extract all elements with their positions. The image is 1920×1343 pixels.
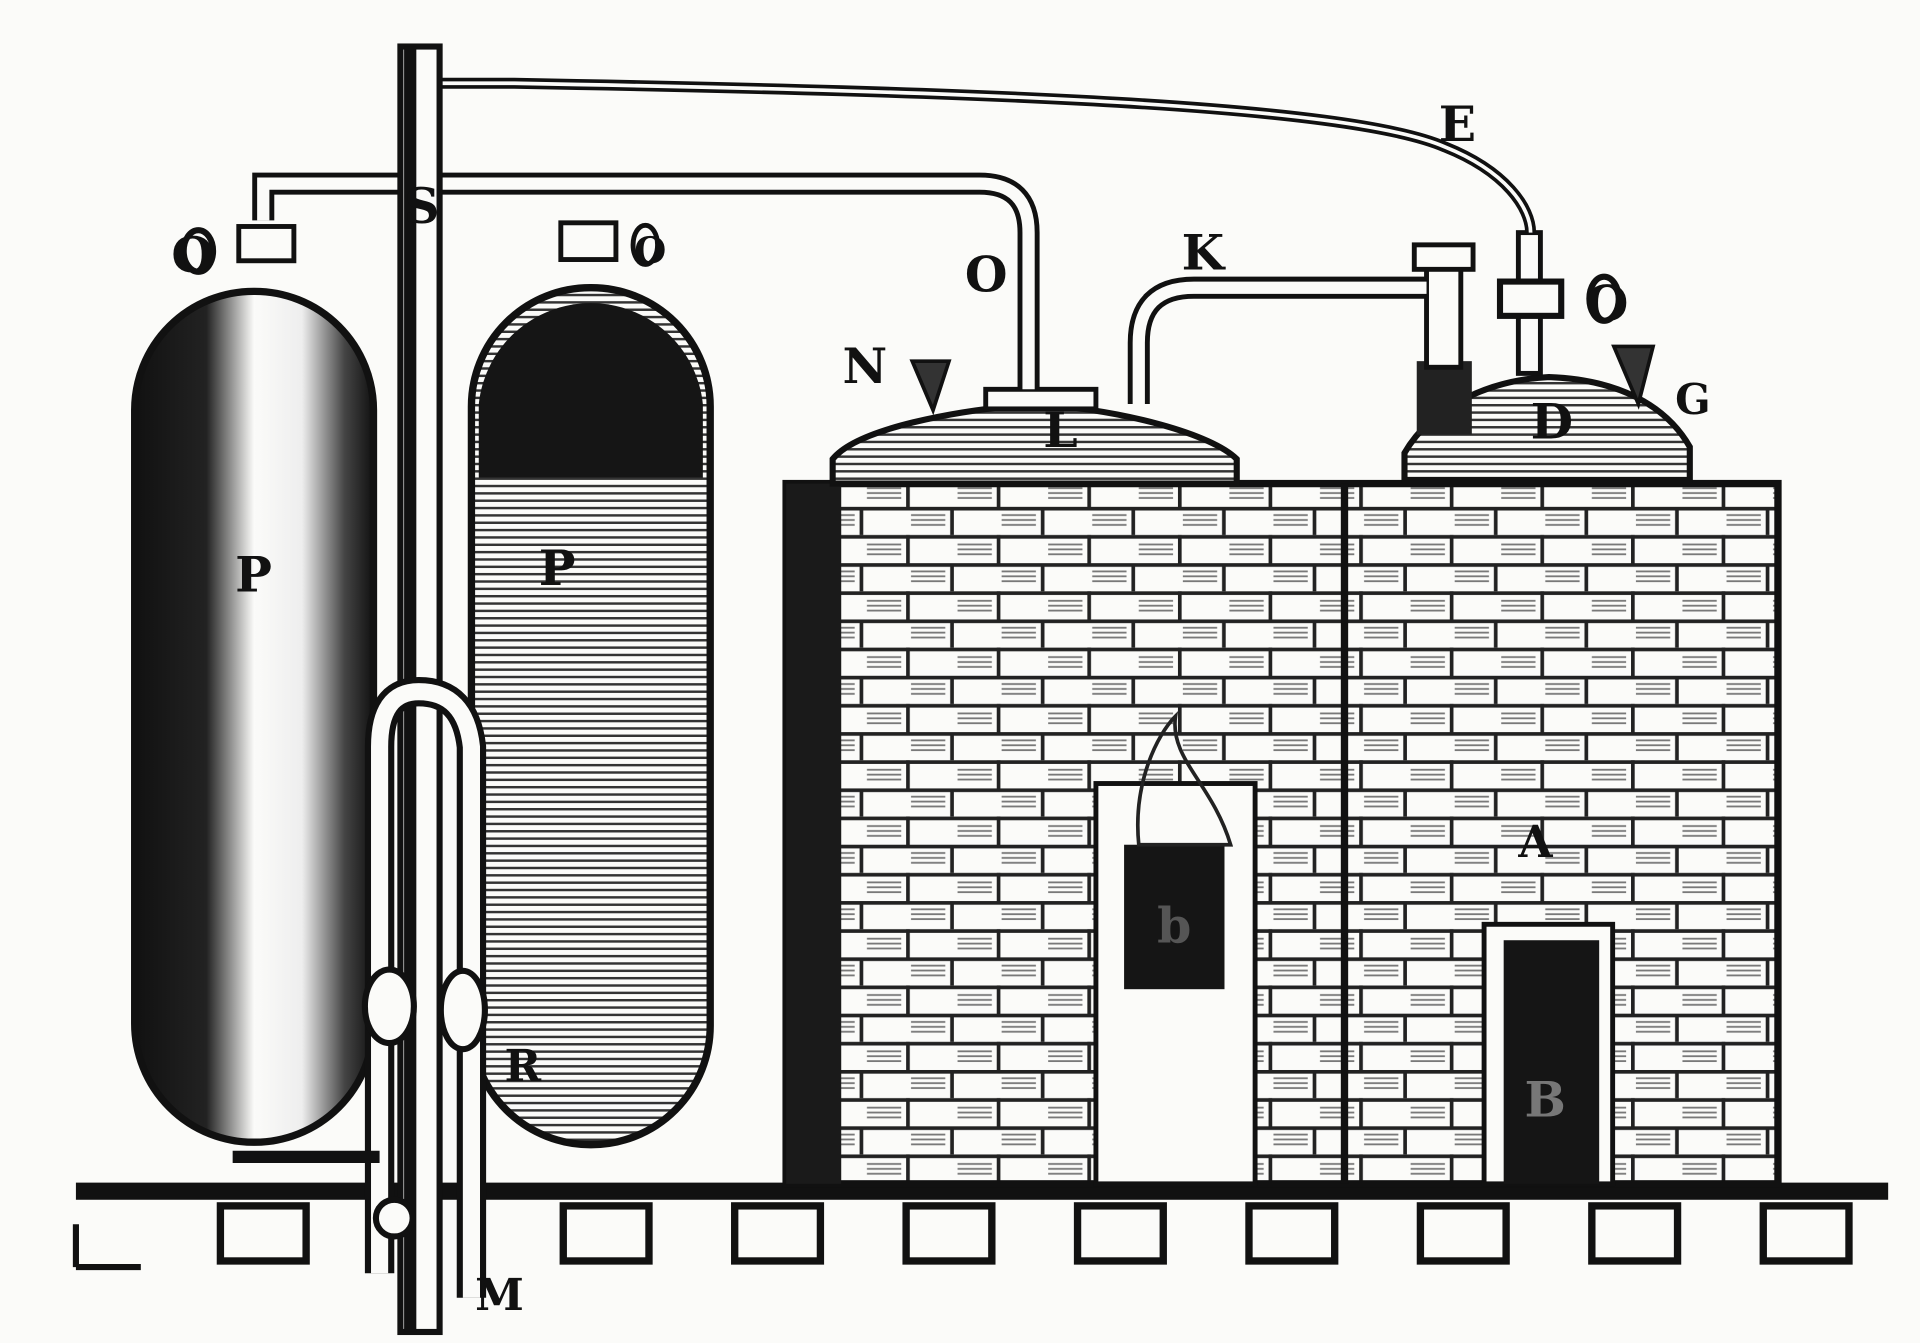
label-o-mid-tap: O bbox=[634, 229, 666, 272]
label-g: G bbox=[1675, 375, 1711, 424]
brick-furnace bbox=[782, 479, 1782, 1188]
tap-handle-icon bbox=[180, 227, 217, 275]
label-b-lower: b bbox=[1157, 897, 1191, 955]
label-o-pipe: O bbox=[965, 245, 1008, 303]
gasometer-right bbox=[467, 220, 714, 1149]
label-e: E bbox=[1439, 95, 1476, 153]
label-b-door: B bbox=[1524, 1071, 1565, 1129]
funnel-g bbox=[1611, 344, 1656, 410]
label-a: A bbox=[1517, 817, 1553, 868]
label-p-left: P bbox=[235, 545, 272, 603]
u-tube-r bbox=[232, 677, 488, 1298]
floor-beams bbox=[72, 1182, 1889, 1271]
flame-icon bbox=[1136, 710, 1234, 847]
vessel-d bbox=[1401, 230, 1693, 483]
label-m: M bbox=[475, 1270, 524, 1321]
retort-l bbox=[829, 359, 1240, 487]
label-n: N bbox=[842, 337, 887, 395]
furnace-door bbox=[1503, 940, 1600, 1184]
label-p-right: P bbox=[539, 539, 576, 597]
tap-handle-icon bbox=[630, 222, 660, 267]
label-r: R bbox=[504, 1041, 541, 1092]
label-d: D bbox=[1531, 392, 1573, 450]
tap-handle-icon bbox=[1586, 273, 1622, 324]
fire-grate bbox=[1124, 844, 1225, 990]
label-l: L bbox=[1043, 401, 1077, 459]
label-k: K bbox=[1182, 223, 1227, 281]
label-s: S bbox=[404, 177, 439, 235]
label-o-right-tap: O bbox=[1586, 275, 1629, 333]
pipes bbox=[252, 77, 1537, 405]
label-o-left-tap: O bbox=[171, 226, 214, 284]
gasometer-left bbox=[131, 224, 378, 1146]
funnel-n bbox=[909, 359, 952, 416]
stopcock bbox=[1496, 278, 1565, 319]
